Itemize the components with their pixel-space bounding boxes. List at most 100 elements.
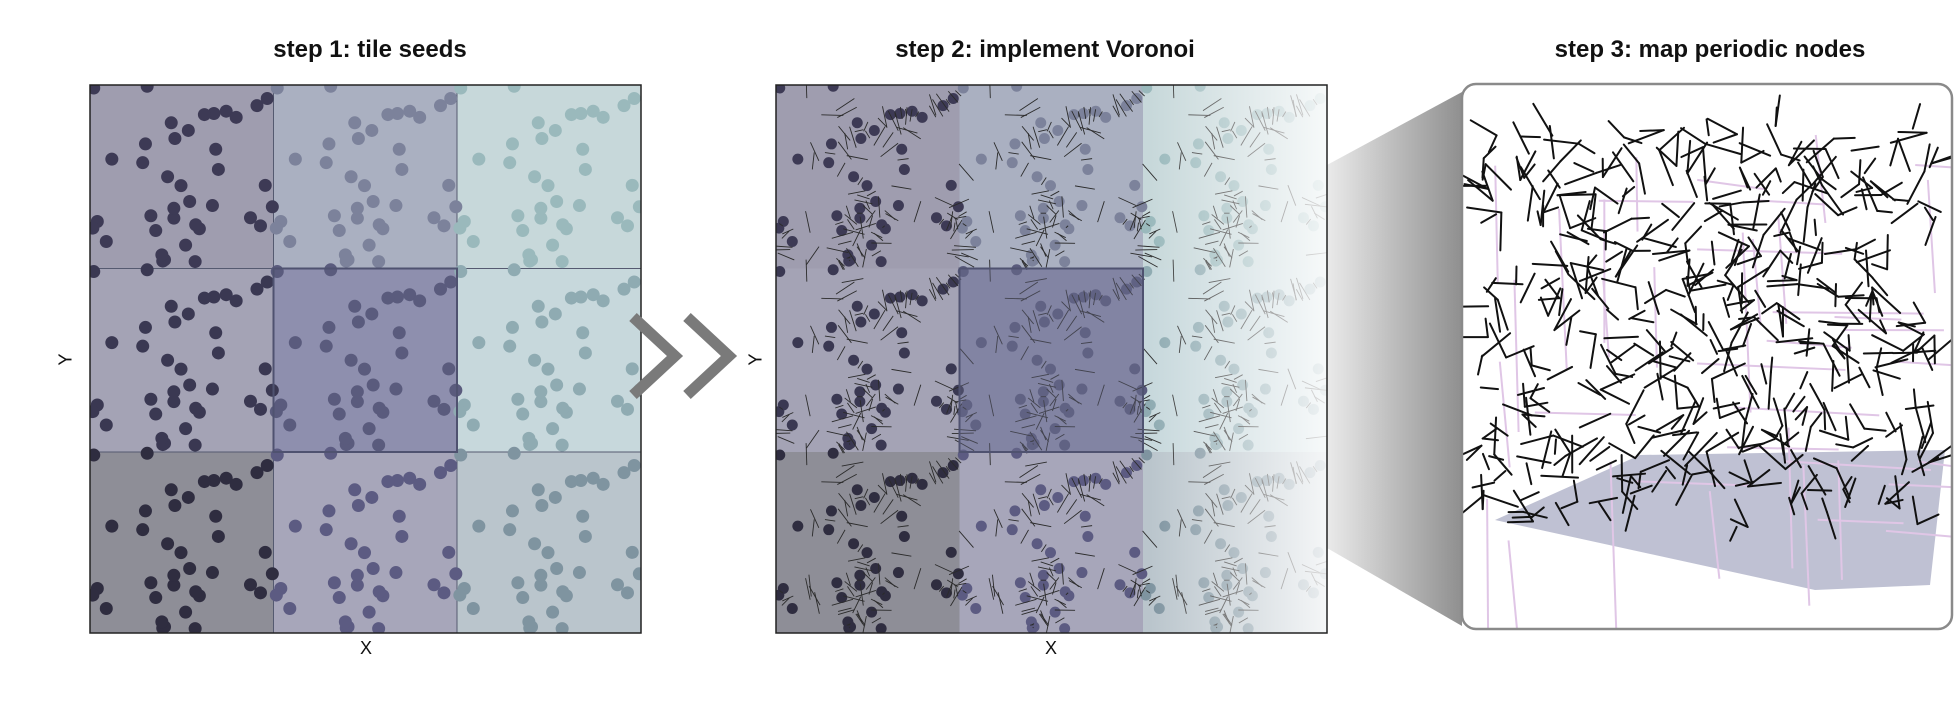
seed-point [174,546,188,560]
tile-r0-c1 [959,85,1144,269]
network-edge [1884,481,1910,505]
voronoi-edge [1061,196,1064,218]
network-edge [1542,160,1562,183]
network-edge [1633,342,1655,357]
network-edge [1798,340,1825,345]
network-edge [1623,136,1643,145]
voronoi-edge [836,346,846,361]
seed-point [776,589,785,601]
voronoi-edge [1048,200,1054,210]
voronoi-edge [1122,402,1128,409]
seed-point [1038,316,1050,328]
seed-point [338,431,352,445]
network-edge [1631,317,1655,324]
seed-point [854,396,866,408]
network-edge [1809,412,1823,428]
voronoi-edge [1027,214,1041,225]
voronoi-edge [1054,231,1066,239]
seed-point [466,234,480,248]
voronoi-edge [837,609,855,616]
seed-point [1140,589,1152,601]
network-edge [1772,397,1784,427]
voronoi-edge [852,596,862,614]
seed-point [392,142,406,156]
voronoi-edge [988,394,995,417]
voronoi-edge [891,368,912,374]
network-edge [1694,268,1715,287]
seed-point [403,288,417,302]
network-edge [1823,248,1858,255]
network-edge [1647,281,1660,315]
seed-point [776,406,785,418]
voronoi-edge [846,431,859,451]
network-edge [1865,249,1870,288]
seed-point [174,179,188,193]
voronoi-edge [865,200,871,210]
network-edge [1822,342,1841,377]
seed-point [332,224,346,238]
voronoi-edge [950,394,954,412]
network-edge [1704,167,1716,185]
voronoi-edge [1038,129,1047,133]
ghost-edge [1708,490,1721,579]
center-tile [272,267,458,453]
network-edge [1625,389,1645,425]
seed-point [776,85,786,94]
voronoi-edge [857,561,870,567]
voronoi-edge [1130,436,1153,441]
network-edge [1806,182,1817,209]
seed-point [876,402,888,414]
seed-point [827,85,839,92]
seed-point [892,567,904,579]
seed-point [507,263,521,277]
voronoi-edge [824,519,836,522]
seed-point [503,156,517,170]
seed-point [322,504,336,518]
voronoi-edge [862,388,873,399]
voronoi-edge [945,466,951,473]
seed-point [505,504,519,518]
seed-point [188,622,202,633]
tile-r2-c0 [90,452,274,633]
seed-point [453,588,467,602]
seed-point [1120,100,1132,112]
network-edge [1614,372,1634,378]
voronoi-edge [863,488,869,499]
network-edge [1578,436,1605,466]
voronoi-edge [961,436,978,444]
voronoi-edge [781,597,790,606]
network-edge [1717,347,1739,353]
network-edge [1792,395,1806,413]
seed-point [149,407,163,421]
network-edge [1807,465,1827,496]
voronoi-edge [837,106,857,118]
voronoi-edge [1136,406,1139,415]
voronoi-edge [989,259,991,282]
network-edge [1494,297,1502,333]
voronoi-edge [810,142,820,161]
seed-point [531,299,545,313]
voronoi-edge [870,598,883,606]
seed-point [433,99,447,113]
voronoi-edge [1040,194,1054,200]
network-edge [1652,360,1679,369]
network-edge [1797,161,1813,187]
seed-point [555,438,569,452]
network-edge [1658,149,1674,187]
network-edge [1670,414,1685,430]
seed-point [546,238,560,252]
network-edge [1820,241,1824,264]
network-edge [1670,308,1698,326]
network-edge [1741,322,1753,348]
seed-point [970,419,982,431]
network-edge [1738,166,1749,189]
seed-point [444,459,458,473]
network-edge [1611,151,1635,183]
seed-point [449,567,463,581]
voronoi-edge [1008,335,1019,339]
step3-frame [1460,82,1954,631]
voronoi-edge [841,278,864,283]
seed-point [947,460,959,472]
network-edge [1532,102,1554,137]
network-edge [1666,237,1679,253]
